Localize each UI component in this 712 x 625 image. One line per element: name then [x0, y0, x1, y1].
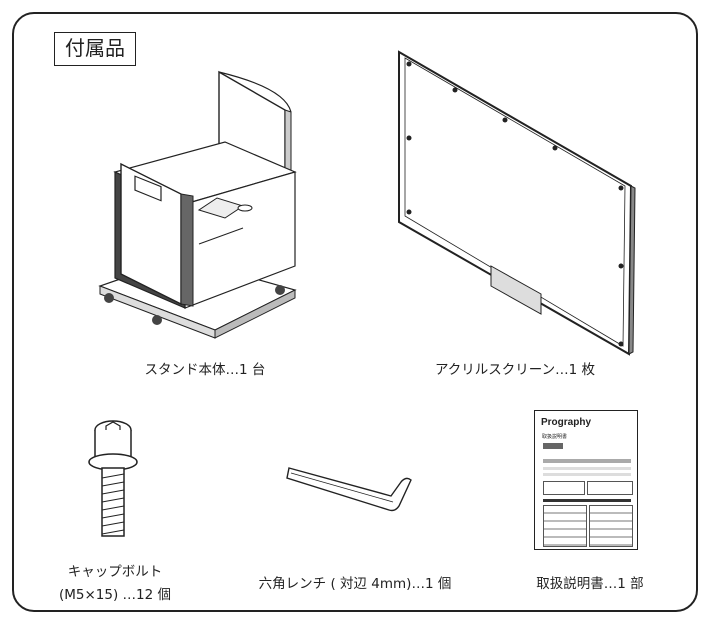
screen-illustration	[398, 50, 636, 356]
stand-illustration	[98, 70, 297, 339]
bolt-label-line2: (M5×15) …12 個	[58, 587, 172, 603]
manual-brand: Prography	[541, 417, 592, 428]
screen-label: アクリルスクリーン…1 枚	[434, 362, 596, 378]
wrench-illustration	[286, 467, 412, 512]
manual-label: 取扱説明書…1 部	[536, 576, 644, 592]
page-frame	[12, 12, 698, 612]
section-heading: 付属品	[54, 32, 136, 66]
stand-label: スタンド本体…1 台	[144, 362, 266, 378]
bolt-label-line1: キャップボルト	[67, 564, 163, 580]
manual-illustration: Prography 取扱説明書	[534, 410, 638, 550]
wrench-label: 六角レンチ ( 対辺 4mm)…1 個	[258, 576, 452, 592]
bolt-illustration	[88, 420, 138, 537]
manual-subtitle: 取扱説明書	[542, 434, 568, 440]
